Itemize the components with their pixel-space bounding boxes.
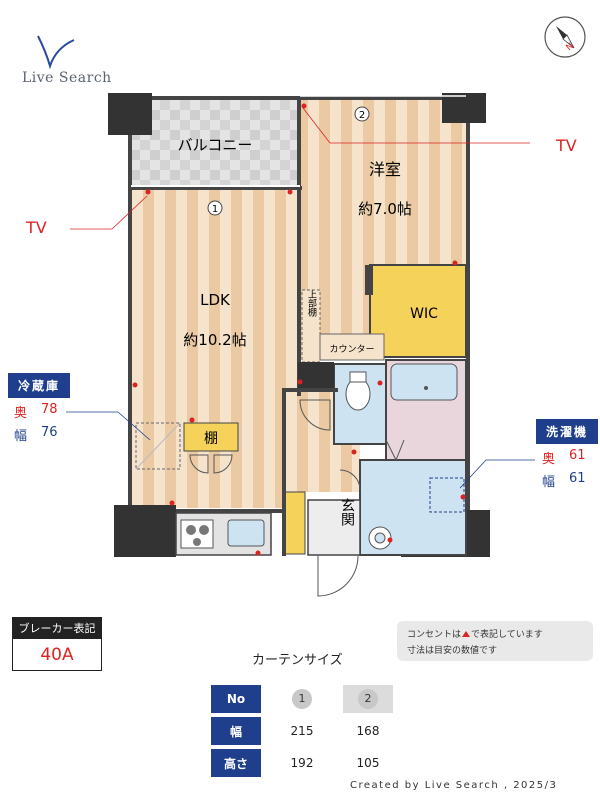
shelf-label: 棚	[204, 431, 218, 447]
curtain-width-label: 幅	[211, 717, 261, 745]
curtain-header-no: No	[211, 685, 261, 713]
wic-area	[369, 264, 467, 358]
outlet-symbol-icon	[462, 631, 471, 637]
pillar	[108, 93, 152, 135]
ldk-size: 約10.2帖	[183, 331, 246, 349]
genkan-area	[307, 499, 361, 556]
pillar	[114, 505, 176, 557]
table-row: 高さ 192 105	[211, 749, 393, 777]
breaker-value: 40A	[12, 639, 102, 671]
pillar	[442, 93, 486, 123]
wic-label: WIC	[410, 306, 438, 322]
floor-plan: 1 2 バルコニー 洋室 約7.0帖 LDK 約10.2帖 WIC カウンター …	[66, 93, 535, 597]
logo-text: Live Search	[22, 70, 112, 86]
curtain-width-1: 215	[290, 724, 314, 738]
upper-shelf-label: 上部棚	[306, 289, 317, 317]
washer-width: 61	[569, 471, 586, 486]
tv-label-right: TV	[556, 136, 577, 155]
tv-label-left: TV	[26, 218, 47, 237]
curtain-height-label: 高さ	[211, 749, 261, 777]
washer-width-label: 幅	[542, 475, 556, 490]
window-marker-2: 2	[359, 110, 365, 121]
curtain-no-2: 2	[358, 689, 378, 709]
outlet-markers	[132, 103, 466, 556]
curtain-no-1: 1	[292, 689, 312, 709]
counter-label: カウンター	[329, 344, 374, 355]
note-line1-pre: コンセントは	[407, 630, 462, 640]
curtain-title: カーテンサイズ	[252, 653, 343, 668]
fridge-depth: 78	[41, 402, 58, 417]
note-line1-post: で表記しています	[471, 630, 543, 640]
washer-depth: 61	[569, 448, 586, 463]
genkan-label: 玄関	[339, 497, 355, 527]
svg-text:N: N	[565, 41, 577, 53]
ldk-floor	[131, 190, 300, 508]
note-box: コンセントはで表記しています 寸法は目安の数値です	[397, 621, 593, 661]
curtain-table: No 1 2 幅 215 168 高さ 192 105	[211, 681, 393, 781]
washer-spec: 洗濯機 奥 61 幅 61	[536, 419, 598, 490]
fridge-depth-label: 奥	[14, 406, 28, 421]
youshitsu-size: 約7.0帖	[358, 200, 412, 218]
fridge-title: 冷蔵庫	[8, 373, 70, 398]
ldk-label: LDK	[200, 291, 231, 309]
note-line2: 寸法は目安の数値です	[407, 646, 498, 656]
breaker-box: ブレーカー表記 40A	[12, 617, 102, 671]
balcony-label: バルコニー	[178, 136, 253, 154]
curtain-width-2: 168	[356, 724, 380, 738]
curtain-height-2: 105	[356, 756, 380, 770]
fridge-width: 76	[41, 425, 58, 440]
balcony-area	[131, 98, 300, 188]
fridge-width-label: 幅	[14, 429, 28, 444]
credit-text: Created by Live Search , 2025/3	[350, 780, 558, 791]
compass-icon: N	[542, 14, 588, 64]
youshitsu-label: 洋室	[369, 160, 401, 179]
curtain-height-1: 192	[290, 756, 314, 770]
table-row: 幅 215 168	[211, 717, 393, 745]
logo-mark	[36, 34, 76, 74]
window-marker-1: 1	[212, 204, 218, 215]
fridge-spec: 冷蔵庫 奥 78 幅 76	[8, 373, 70, 444]
washer-depth-label: 奥	[542, 452, 556, 467]
breaker-title: ブレーカー表記	[12, 617, 102, 639]
washer-title: 洗濯機	[536, 419, 598, 444]
table-row: No 1 2	[211, 685, 393, 713]
